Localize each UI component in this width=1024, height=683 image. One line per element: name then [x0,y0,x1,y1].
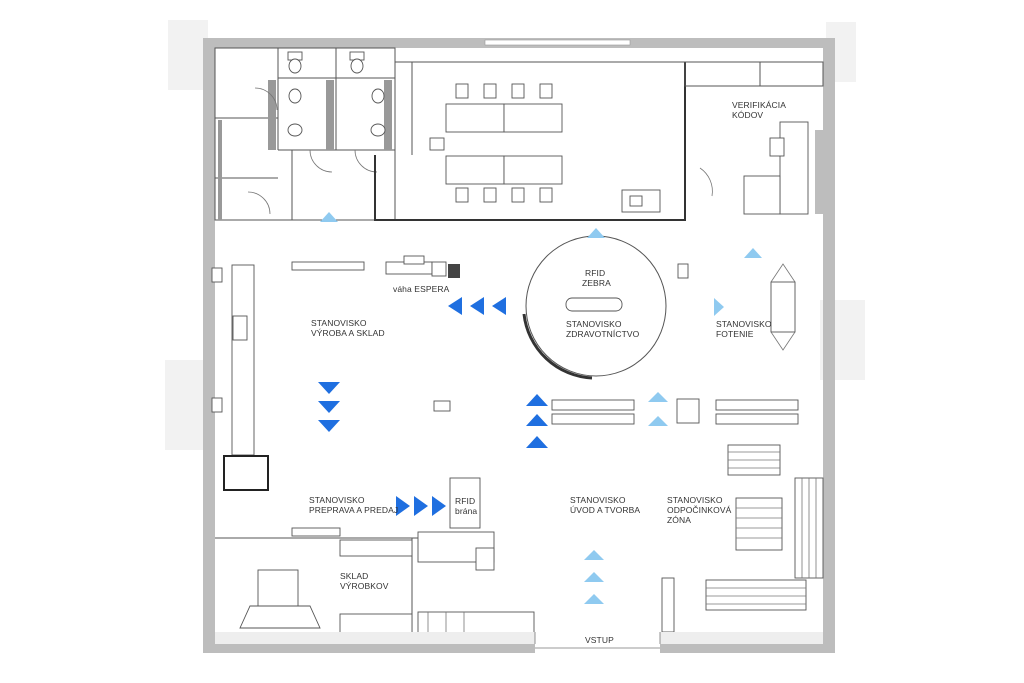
production-counter [211,261,365,491]
label-vaha: váha ESPERA [393,284,450,294]
restroom-block [214,47,396,221]
rfid-gate [417,477,495,571]
label-vstup: VSTUP [585,635,614,645]
verification-room [684,61,824,215]
arrow-up-icon [320,212,762,604]
arrow-right-icon [396,496,446,516]
arrow-left-icon [448,297,506,315]
sink-icon [621,189,661,213]
photo-station [770,263,796,351]
arrow-up-icon [526,394,548,448]
center-tables [433,398,799,425]
entrance-floor [215,632,823,644]
toilet-icon [287,51,386,137]
storage-room [215,527,535,644]
scale-espera [385,255,460,278]
chair-icon [455,83,553,203]
arrows [318,212,762,604]
rfid-zebra-circle [522,235,689,380]
arrow-right-icon [714,298,724,316]
meeting-room [374,61,686,221]
lounge-pallets [661,444,824,633]
arrow-down-icon [318,382,340,432]
outer-walls [203,38,835,653]
